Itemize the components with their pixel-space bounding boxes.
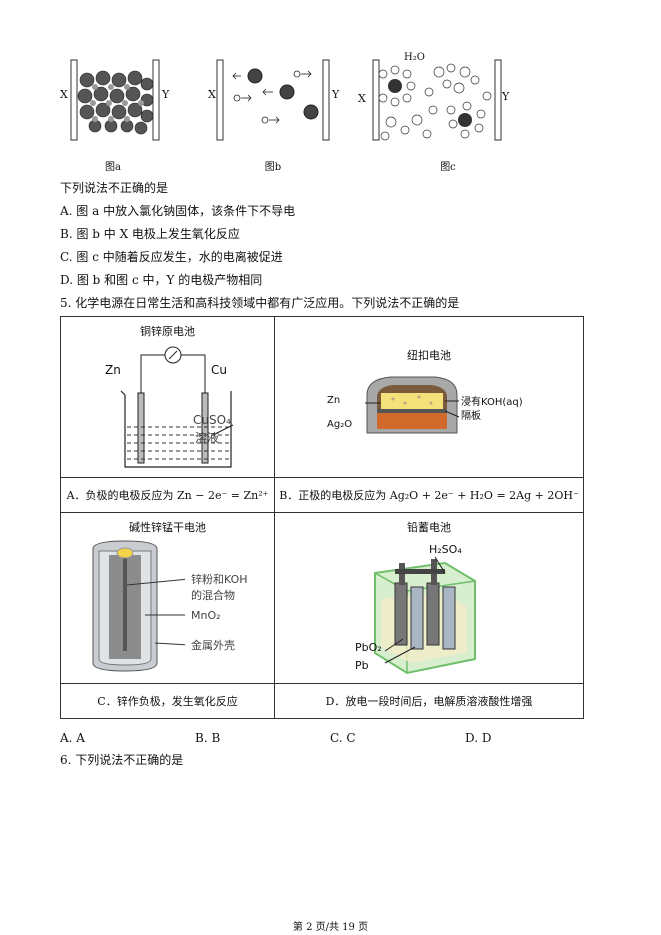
button-title: 纽扣电池 — [407, 349, 451, 362]
figure-c — [372, 59, 502, 141]
cell-lead-figure: 铅蓄电池 H₂SO₄ PbO₂ Pb — [274, 512, 584, 684]
q4-stem: 下列说法不正确的是 — [60, 181, 169, 195]
lead-cell-diagram — [374, 556, 476, 675]
fig-c-x-label: X — [358, 92, 366, 105]
q5-stem: 5. 化学电源在日常生活和高科技领域中都有广泛应用。下列说法不正确的是 — [60, 296, 460, 310]
lead-pbo2-label: PbO₂ — [355, 641, 382, 654]
choice-b: B. B — [195, 731, 221, 745]
q4-option-a: A. 图 a 中放入氯化钠固体，该条件下不导电 — [60, 204, 296, 218]
lead-h2so4-label: H₂SO₄ — [429, 543, 462, 556]
q6-stem: 6. 下列说法不正确的是 — [60, 753, 184, 767]
lead-title: 铅蓄电池 — [407, 521, 451, 534]
alkaline-mix-label1: 锌粉和KOH — [191, 573, 248, 586]
cu-zn-cell-diagram — [120, 346, 234, 468]
button-koh-label: 浸有KOH(aq) — [461, 397, 523, 408]
option-c-cell: C．锌作负极，发生氧化反应 — [60, 683, 275, 719]
q4-option-b: B. 图 b 中 X 电极上发生氧化反应 — [60, 227, 240, 241]
battery-table: 铜锌原电池 Zn Cu CuSO₄ 溶液 纽扣电池 — [60, 316, 584, 719]
button-separator-label: 隔板 — [461, 411, 481, 422]
cu-zn-solution-label2: 溶液 — [195, 431, 220, 445]
button-cell-diagram — [365, 376, 460, 434]
electrolysis-figures — [70, 59, 502, 141]
fig-c-caption: 图c — [440, 162, 456, 173]
fig-b-y-label: Y — [332, 88, 340, 101]
q4-option-d: D. 图 b 和图 c 中，Y 的电极产物相同 — [60, 273, 263, 287]
fig-c-water-label: H₂O — [404, 52, 425, 63]
option-a-cell: A．负极的电极反应为 Zn − 2e⁻ = Zn²⁺ — [60, 477, 275, 513]
fig-a-caption: 图a — [105, 162, 121, 173]
fig-b-caption: 图b — [264, 162, 282, 173]
cu-zn-zn-label: Zn — [105, 363, 121, 377]
button-zn-label: Zn — [327, 395, 341, 406]
lead-pb-label: Pb — [355, 659, 369, 672]
alkaline-mno2-label: MnO₂ — [191, 609, 221, 622]
choice-a: A. A — [60, 731, 85, 745]
alkaline-mix-label2: 的混合物 — [191, 589, 235, 602]
option-b-cell: B．正极的电极反应为 Ag₂O + 2e⁻ + H₂O = 2Ag + 2OH⁻ — [274, 477, 584, 513]
fig-a-x-label: X — [60, 88, 68, 101]
cu-zn-cu-label: Cu — [211, 363, 227, 377]
cell-button-figure: 纽扣电池 Zn 浸有KOH(aq) 隔板 Ag₂O — [274, 316, 584, 478]
fig-b-x-label: X — [208, 88, 216, 101]
option-d-cell: D．放电一段时间后，电解质溶液酸性增强 — [274, 683, 584, 719]
button-ag2o-label: Ag₂O — [327, 419, 353, 430]
choice-c: C. C — [330, 731, 356, 745]
cell-alkaline-figure: 碱性锌锰干电池 锌粉和KOH 的混合物 MnO₂ 金属外壳 — [60, 512, 275, 684]
alkaline-title: 碱性锌锰干电池 — [129, 521, 206, 534]
figure-b — [216, 59, 330, 141]
page-footer: 第 2 页/共 19 页 — [292, 922, 369, 933]
cell-cu-zn-figure: 铜锌原电池 Zn Cu CuSO₄ 溶液 — [60, 316, 275, 478]
q4-option-c: C. 图 c 中随着反应发生，水的电离被促进 — [60, 250, 283, 264]
choice-d: D. D — [465, 731, 492, 745]
fig-c-y-label: Y — [502, 90, 510, 103]
cu-zn-title: 铜锌原电池 — [140, 325, 195, 338]
alkaline-shell-label: 金属外壳 — [191, 639, 235, 652]
figure-a — [70, 59, 160, 141]
cu-zn-solution-label1: CuSO₄ — [193, 413, 231, 427]
alkaline-cell-diagram — [92, 540, 185, 672]
fig-a-y-label: Y — [162, 88, 170, 101]
